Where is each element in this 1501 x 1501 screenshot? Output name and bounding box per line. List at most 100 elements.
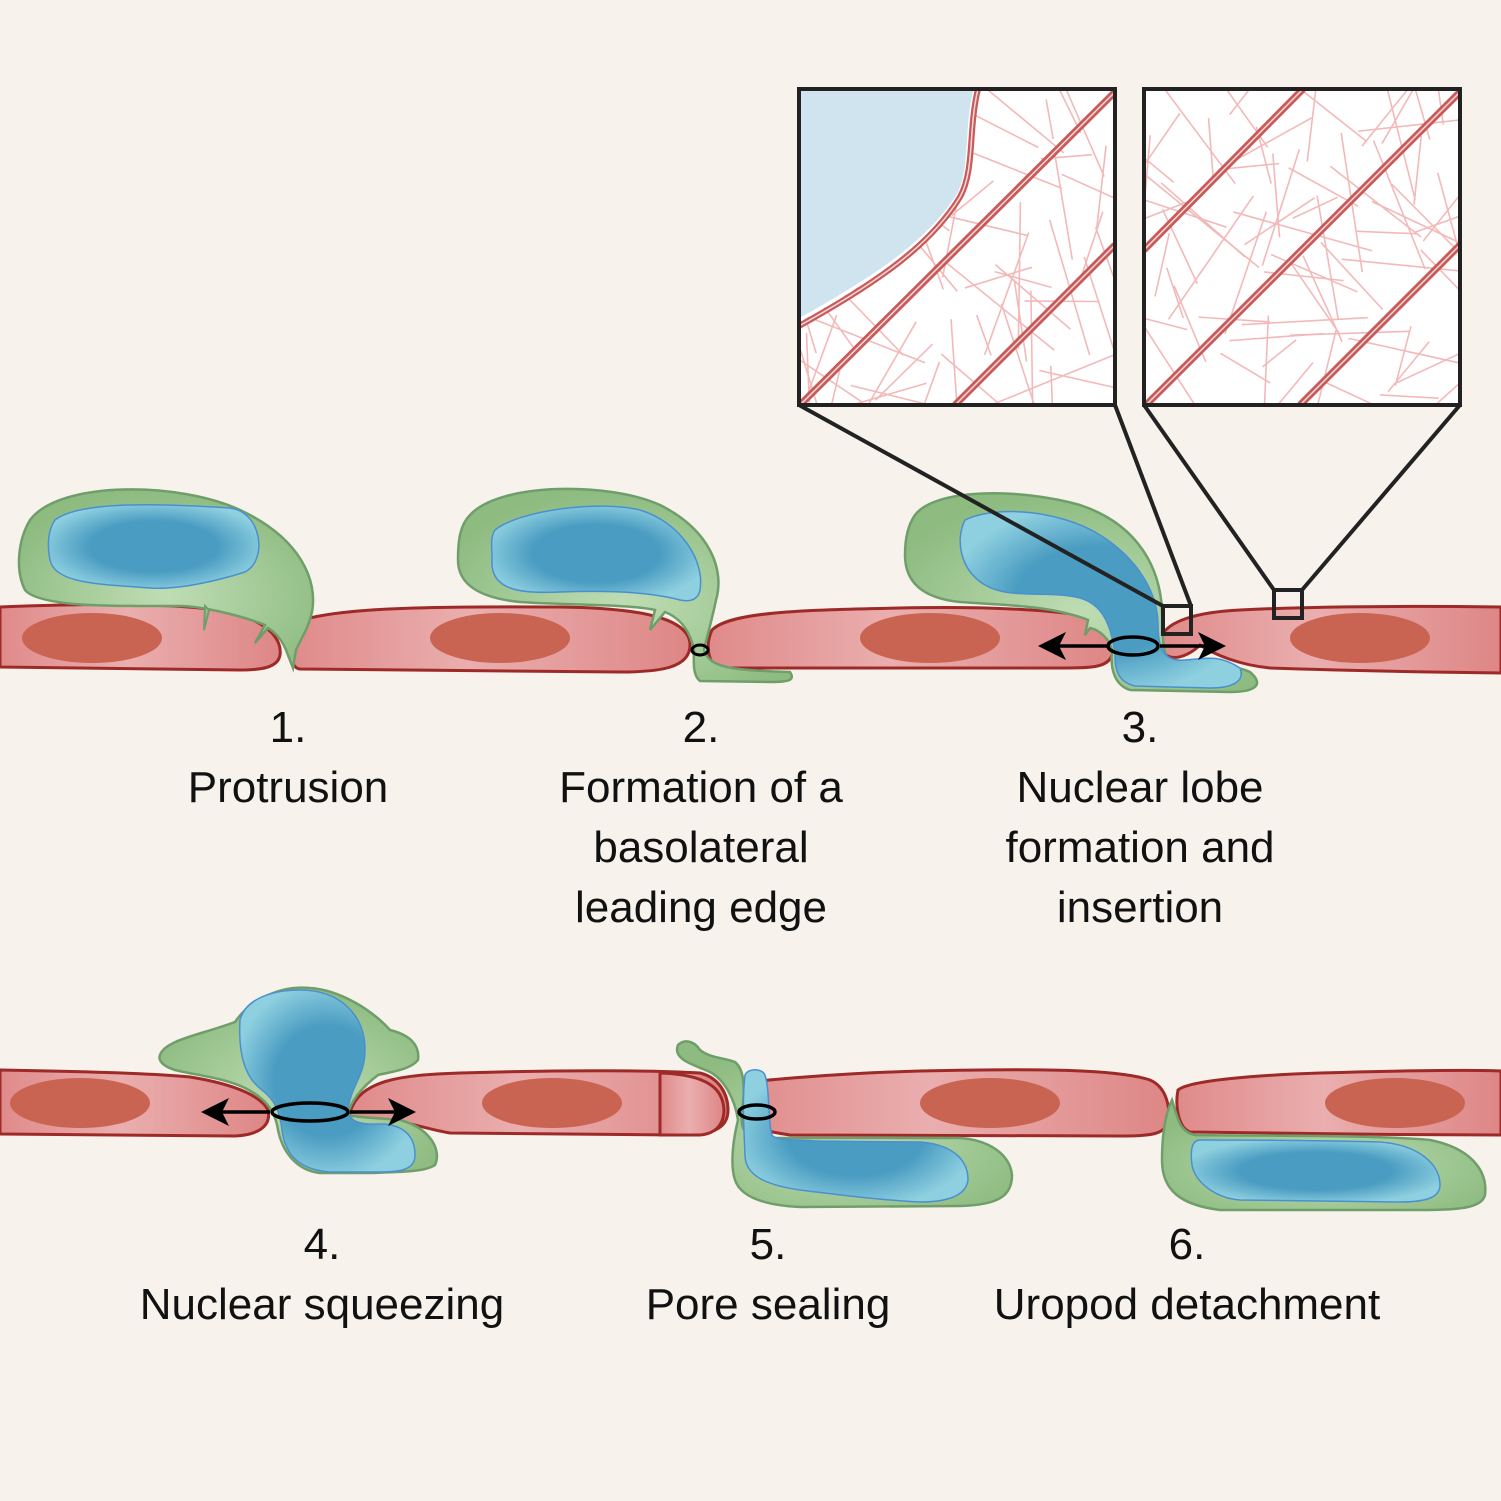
fiber xyxy=(1241,316,1368,326)
pore-ring xyxy=(270,1101,350,1123)
leukocyte-step-1 xyxy=(17,488,315,673)
fiber xyxy=(1272,153,1281,238)
fiber xyxy=(1276,362,1314,405)
step-title: leading edge xyxy=(574,883,827,932)
endothelial-nucleus xyxy=(482,1078,622,1128)
fiber xyxy=(1288,167,1359,207)
fiber xyxy=(994,270,1052,289)
leukocyte-nucleus xyxy=(1190,1139,1441,1203)
endothelial-nucleus xyxy=(22,613,162,663)
fiber xyxy=(1229,332,1323,342)
fiber xyxy=(994,354,1115,405)
endothelial-nucleus xyxy=(1290,613,1430,663)
fiber-meshwork xyxy=(1144,89,1460,405)
fiber xyxy=(951,180,994,216)
step-label-6: 6. Uropod detachment xyxy=(994,1215,1380,1335)
fiber xyxy=(945,261,1055,351)
fiber xyxy=(1329,165,1422,238)
fiber xyxy=(1166,267,1185,319)
fiber xyxy=(1355,230,1418,235)
endothelial-nucleus xyxy=(860,613,1000,663)
leukocyte-nucleus xyxy=(742,1069,969,1203)
fiber xyxy=(1144,317,1188,331)
leukocyte-step-3 xyxy=(903,492,1259,694)
step-label-5: 5. Pore sealing xyxy=(646,1215,891,1335)
fiber xyxy=(923,361,941,405)
leukocyte-nucleus xyxy=(959,510,1242,689)
fiber xyxy=(1058,89,1082,134)
endothelial-nucleus xyxy=(430,613,570,663)
fiber xyxy=(950,319,958,400)
step-label-2: 2. Formation of a basolateral leading ed… xyxy=(559,698,843,938)
step-title: Nuclear squeezing xyxy=(139,1280,505,1329)
fiber xyxy=(1017,201,1022,350)
leukocyte-step-5 xyxy=(675,1040,1014,1209)
fiber xyxy=(1144,156,1175,183)
fiber xyxy=(1292,196,1338,219)
fiber xyxy=(1261,149,1301,267)
fiber xyxy=(799,342,818,405)
fiber xyxy=(1324,381,1374,405)
leukocyte-step-4 xyxy=(158,986,439,1175)
fiber xyxy=(1224,211,1268,335)
step-number: 3. xyxy=(1121,703,1159,752)
step-number: 2. xyxy=(682,703,720,752)
endothelium-row-2 xyxy=(0,1068,1501,1138)
fiber xyxy=(850,384,933,405)
fiber xyxy=(1394,325,1412,386)
fiber xyxy=(1144,135,1152,217)
fiber xyxy=(874,343,934,401)
fiber xyxy=(1061,173,1115,200)
endothelial-cell-partial xyxy=(658,1071,726,1137)
fiber xyxy=(1420,249,1460,291)
pore-ring xyxy=(690,643,710,657)
endothelial-nucleus xyxy=(1325,1078,1465,1128)
endothelium-row-1 xyxy=(0,603,1501,675)
fiber xyxy=(805,315,838,400)
fiber xyxy=(940,353,998,403)
fiber xyxy=(1422,193,1460,242)
step-title: insertion xyxy=(1056,883,1224,932)
fiber xyxy=(1348,337,1460,364)
leukocyte-step-6 xyxy=(1160,1096,1487,1212)
step-number: 4. xyxy=(303,1220,341,1269)
fiber xyxy=(1144,174,1260,268)
inset-with-nucleus xyxy=(797,87,1117,407)
step-number: 5. xyxy=(749,1220,787,1269)
inset-frame xyxy=(1142,87,1462,407)
fiber xyxy=(1386,89,1416,200)
zoom-callouts xyxy=(798,403,1462,636)
fiber xyxy=(1049,365,1054,405)
fiber xyxy=(1320,241,1384,311)
fiber xyxy=(1154,232,1171,297)
fiber xyxy=(1316,195,1340,320)
fiber xyxy=(1144,195,1202,220)
fiber xyxy=(1396,352,1460,384)
step-title: Pore sealing xyxy=(645,1280,891,1329)
zoom-box-1 xyxy=(1161,604,1193,636)
fiber xyxy=(1387,341,1430,393)
endothelial-nucleus xyxy=(920,1078,1060,1128)
fiber xyxy=(1437,89,1445,125)
fiber xyxy=(1233,211,1373,252)
fiber xyxy=(1270,253,1358,293)
step-label-4: 4. Nuclear squeezing xyxy=(140,1215,504,1335)
step-title: Protrusion xyxy=(187,763,389,812)
step-number: 6. xyxy=(1168,1220,1206,1269)
fiber xyxy=(1094,226,1115,284)
fiber xyxy=(1207,117,1214,177)
fiber xyxy=(1000,303,1036,405)
fiber xyxy=(1220,352,1271,384)
step-label-3: 3. Nuclear lobe formation and insertion xyxy=(1005,698,1274,938)
fiber xyxy=(1045,99,1054,140)
step-title: Nuclear lobe xyxy=(1016,763,1264,812)
fiber xyxy=(1299,89,1368,143)
inset-frame xyxy=(797,87,1117,407)
fiber xyxy=(1263,315,1270,405)
fiber xyxy=(994,263,1071,330)
fiber xyxy=(1095,145,1107,229)
fiber xyxy=(1244,197,1316,246)
fiber xyxy=(1167,195,1255,320)
fiber xyxy=(1379,394,1439,399)
